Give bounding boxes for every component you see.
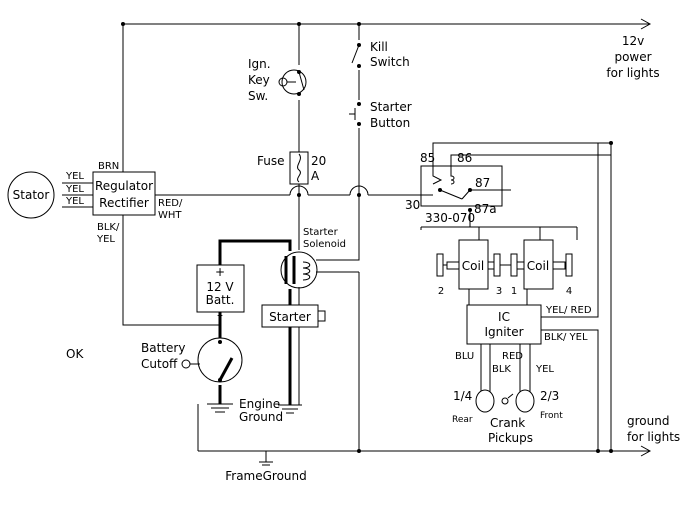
ground-out-line1: ground <box>627 414 669 428</box>
ignition-key-switch <box>278 69 307 96</box>
wire-label-yel3: YEL <box>65 196 84 207</box>
fuse <box>289 151 309 185</box>
wire-label-yel-pickup: YEL <box>535 364 554 375</box>
regulator-line2: Rectifier <box>99 196 149 210</box>
frame-ground-label: FrameGround <box>225 469 307 483</box>
relay-pin-85: 85 <box>420 151 435 165</box>
crank-pickups-line2: Pickups <box>488 431 533 445</box>
fuse-rating-1: 20 <box>311 154 326 168</box>
battery-cutoff-switch <box>181 337 243 383</box>
engine-ground-line1: Engine <box>239 397 280 411</box>
kill-switch <box>351 43 361 68</box>
power-out-line3: for lights <box>606 66 659 80</box>
wire-label-yel2: YEL <box>65 184 84 195</box>
relay-pin-87: 87 <box>475 176 490 190</box>
engine-ground-symbols <box>207 403 302 414</box>
starter-button-line2: Button <box>370 116 410 130</box>
wire-label-red-wht-2: WHT <box>158 210 182 221</box>
kill-switch-line2: Switch <box>370 55 410 69</box>
rear-label: Rear <box>452 415 473 425</box>
wire-label-yel-red: YEL/ RED <box>545 305 592 316</box>
plug-label-4: 4 <box>566 286 572 297</box>
battery-cutoff-line2: Cutoff <box>141 357 178 371</box>
starter-solenoid <box>280 251 318 289</box>
power-out-line1: 12v <box>622 34 644 48</box>
regulator-line1: Regulator <box>95 179 153 193</box>
power-out-line2: power <box>614 50 651 64</box>
pickup-left-label: 1/4 <box>453 389 472 403</box>
ign-key-line1: Ign. <box>248 57 271 71</box>
relay-part-number: 330-070 <box>425 211 475 225</box>
wire-label-blk-yel-1: BLK/ <box>97 222 120 233</box>
wire-label-red-wht-1: RED/ <box>158 198 183 209</box>
plug-label-3: 3 <box>496 286 502 297</box>
coil-right-label: Coil <box>527 259 549 273</box>
fuse-label: Fuse <box>257 154 285 168</box>
coil-left-label: Coil <box>462 259 484 273</box>
battery <box>196 264 245 313</box>
ic-igniter: IC Igniter <box>466 304 542 345</box>
wire-label-blk-yel-2: YEL <box>96 234 115 245</box>
battery-minus: – <box>217 308 223 322</box>
igniter-line2: Igniter <box>484 325 523 339</box>
engine-ground-line2: Ground <box>239 410 283 424</box>
relay-pin-87a: 87a <box>474 202 497 216</box>
battery-voltage: 12 V <box>206 280 234 294</box>
junction-dots <box>121 22 613 453</box>
regulator-rectifier: Regulator Rectifier <box>92 171 156 216</box>
starter-button <box>349 102 361 126</box>
coil-left: Coil <box>436 239 507 290</box>
relay <box>432 166 472 212</box>
wire-label-blu: BLU <box>455 351 474 362</box>
frame-ground-symbol <box>259 461 273 466</box>
stator: Stator <box>7 171 55 219</box>
battery-label: Batt. <box>206 293 235 307</box>
ign-key-line3: Sw. <box>248 89 268 103</box>
crank-pickups <box>475 389 535 413</box>
kill-switch-line1: Kill <box>370 40 388 54</box>
fuse-rating-2: A <box>311 169 320 183</box>
battery-cutoff-line1: Battery <box>141 341 185 355</box>
wire-label-blk: BLK <box>492 364 511 375</box>
starter-label: Starter <box>269 310 311 324</box>
relay-pin-86: 86 <box>457 151 472 165</box>
coil-right: Coil <box>505 239 573 290</box>
battery-plus: + <box>215 265 225 279</box>
starter-motor: Starter <box>261 304 326 328</box>
stator-label: Stator <box>13 188 50 202</box>
wire-label-red: RED <box>502 351 523 362</box>
crank-pickups-line1: Crank <box>490 416 525 430</box>
solenoid-line2: Solenoid <box>303 239 346 250</box>
front-label: Front <box>540 411 563 421</box>
plug-label-1: 1 <box>511 286 517 297</box>
solenoid-line1: Starter <box>303 227 339 238</box>
wire-label-brn: BRN <box>98 161 119 172</box>
relay-pin-30: 30 <box>405 198 420 212</box>
ground-out-line2: for lights <box>627 430 680 444</box>
wire-label-blk-yel2: BLK/ YEL <box>544 332 588 343</box>
igniter-line1: IC <box>498 310 510 324</box>
ok-label: OK <box>66 347 84 361</box>
plug-label-2: 2 <box>438 286 444 297</box>
ign-key-line2: Key <box>248 73 270 87</box>
pickup-right-label: 2/3 <box>540 389 559 403</box>
starter-button-line1: Starter <box>370 100 412 114</box>
wire-label-yel1: YEL <box>65 171 84 182</box>
wires <box>62 18 652 462</box>
